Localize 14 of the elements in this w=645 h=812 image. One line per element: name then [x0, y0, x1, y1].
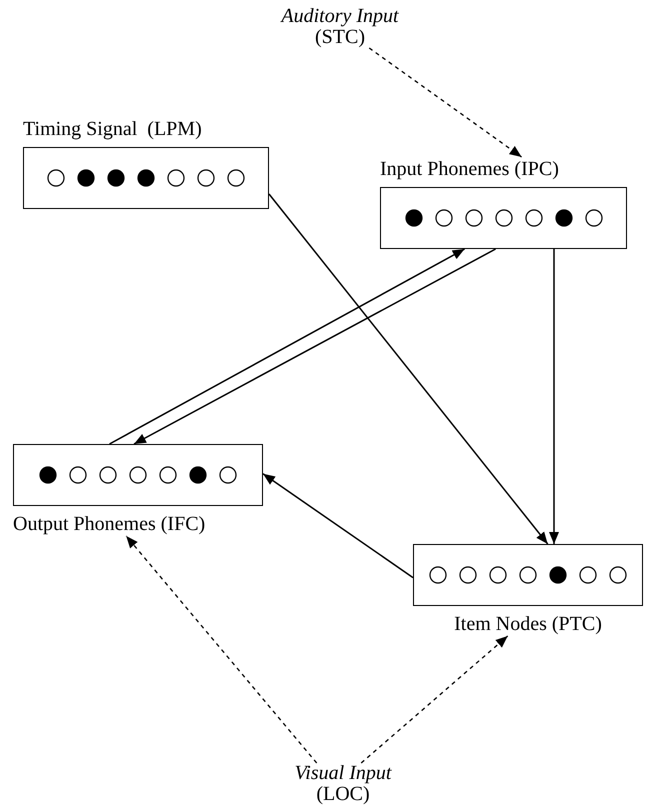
input-label: Visual Input	[294, 763, 392, 784]
dashed-arrow	[360, 636, 508, 764]
area-label: (STC)	[315, 27, 365, 48]
dashed-arrow	[126, 536, 318, 764]
arrow	[268, 194, 548, 544]
layer-label: Input Phonemes (IPC)	[380, 157, 560, 181]
arrow	[262, 473, 414, 578]
layer-label: Output Phonemes (IFC)	[13, 512, 206, 536]
input-label: Auditory Input	[281, 6, 399, 27]
arrow	[549, 249, 559, 544]
layer-label: Item Nodes (PTC)	[454, 612, 602, 636]
area-label: (LOC)	[316, 784, 370, 805]
layer-label: Timing Signal (LPM)	[23, 117, 203, 141]
dashed-arrow	[368, 47, 522, 158]
